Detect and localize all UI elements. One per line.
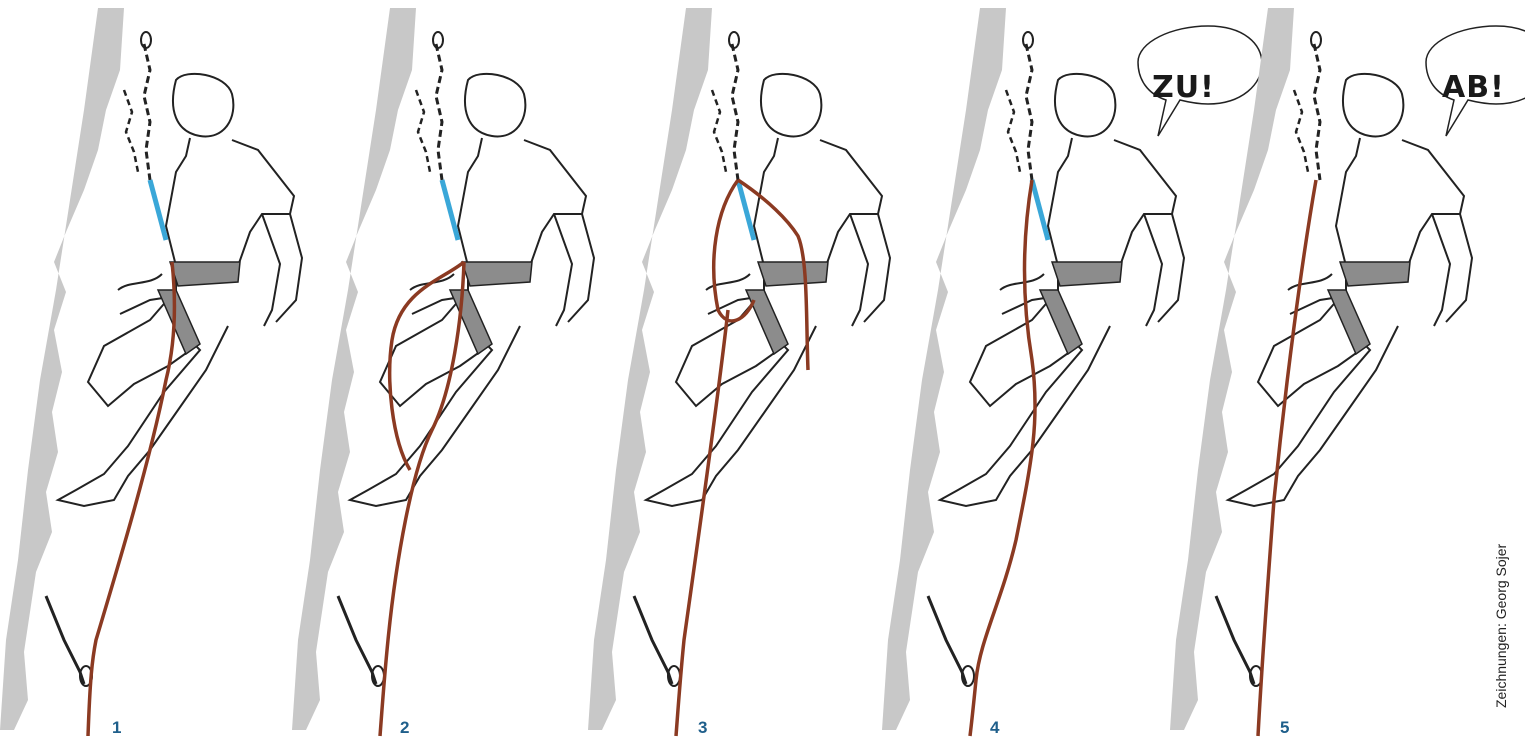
anchor-bolt — [729, 32, 739, 48]
panel-5 — [1170, 8, 1525, 736]
quickdraw — [928, 596, 966, 684]
panel-number-2: 2 — [400, 718, 409, 738]
climber-arm — [262, 214, 302, 326]
anchor-chain-second — [1294, 90, 1308, 172]
harness-waist-belt — [1340, 262, 1410, 286]
panel-number-4: 4 — [990, 718, 999, 738]
climber-legs — [940, 290, 1110, 506]
anchor-chain — [1314, 44, 1320, 180]
climber-head — [1343, 74, 1403, 137]
panel-number-5: 5 — [1280, 718, 1289, 738]
blue-sling — [442, 180, 458, 240]
climber-head — [173, 74, 233, 137]
panel-number-3: 3 — [698, 718, 707, 738]
climber-arm — [1144, 214, 1184, 326]
blue-sling — [150, 180, 166, 240]
speech-text-ab: AB! — [1442, 70, 1505, 105]
climber-legs — [350, 290, 520, 506]
anchor-bolt — [1023, 32, 1033, 48]
anchor-chain-second — [416, 90, 430, 172]
panel-2 — [292, 8, 594, 736]
panel-4 — [882, 8, 1262, 736]
anchor-chain — [144, 44, 150, 180]
anchor-chain-second — [1006, 90, 1020, 172]
harness-waist-belt — [758, 262, 828, 286]
climber-head — [1055, 74, 1115, 137]
harness-waist-belt — [170, 262, 240, 286]
harness-waist-belt — [1052, 262, 1122, 286]
anchor-bolt — [1311, 32, 1321, 48]
climber-arm — [554, 214, 594, 326]
blue-sling — [1032, 180, 1048, 240]
anchor-chain-second — [712, 90, 726, 172]
panel-3 — [588, 8, 890, 736]
quickdraw — [1216, 596, 1254, 684]
climber-legs — [1228, 290, 1398, 506]
climber-arm — [1432, 214, 1472, 326]
climber-head — [761, 74, 821, 137]
speech-text-zu: ZU! — [1152, 70, 1215, 105]
anchor-bolt — [141, 32, 151, 48]
panel-1 — [0, 8, 302, 736]
climber-arm — [850, 214, 890, 326]
quickdraw — [634, 596, 672, 684]
panel-number-1: 1 — [112, 718, 121, 738]
anchor-chain — [436, 44, 442, 180]
illustration-credit: Zeichnungen: Georg Sojer — [1493, 544, 1509, 708]
anchor-chain — [732, 44, 738, 180]
anchor-bolt — [433, 32, 443, 48]
harness-waist-belt — [462, 262, 532, 286]
anchor-chain — [1026, 44, 1032, 180]
climber-head — [465, 74, 525, 137]
quickdraw — [46, 596, 84, 684]
quickdraw — [338, 596, 376, 684]
anchor-chain-second — [124, 90, 138, 172]
